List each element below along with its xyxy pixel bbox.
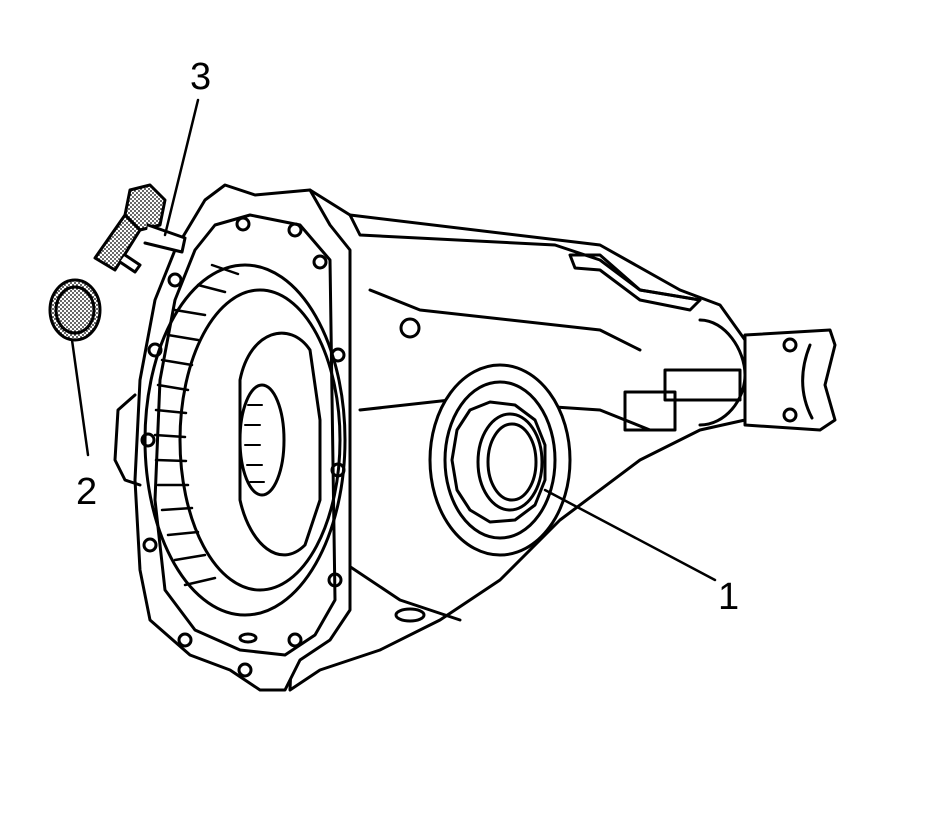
drain-plug-2-rim	[54, 285, 96, 335]
pinion-flange-hole-bottom	[782, 407, 798, 423]
axle-bearing-inner	[486, 422, 538, 502]
side-gear	[238, 383, 286, 497]
housing-top-rib	[368, 288, 642, 352]
axle-bearing	[476, 412, 544, 512]
pinion-neck	[698, 318, 747, 427]
bracket-lower	[623, 390, 677, 432]
ring-gear-outer	[143, 263, 347, 617]
callout-3: 3	[190, 56, 212, 98]
sensor-3	[93, 183, 187, 274]
axle-seal-outer	[428, 363, 572, 557]
pinion-flange	[743, 328, 837, 432]
ring-gear-inner	[178, 288, 342, 592]
leader-line-1	[543, 488, 717, 582]
pinion-flange-notch	[801, 343, 814, 420]
drain-plug-2	[48, 278, 102, 342]
housing-lower-rib	[338, 558, 462, 622]
housing-slot	[568, 253, 702, 312]
ring-gear-teeth	[153, 263, 240, 587]
callout-1: 1	[718, 576, 740, 618]
housing-bolt-hole	[399, 317, 421, 339]
pinion-flange-hole-top	[782, 337, 798, 353]
left-axle-stub	[113, 393, 142, 487]
leader-line-2	[70, 338, 90, 457]
differential-case	[238, 331, 322, 557]
callout-2: 2	[76, 471, 98, 513]
side-gear-teeth	[244, 404, 265, 483]
axle-nut	[450, 400, 547, 524]
bracket-upper	[663, 368, 742, 402]
axle-seal-ring	[443, 380, 557, 540]
flange-lower-boss	[238, 632, 258, 644]
lower-boss	[394, 607, 426, 623]
leader-line-3	[163, 98, 200, 237]
